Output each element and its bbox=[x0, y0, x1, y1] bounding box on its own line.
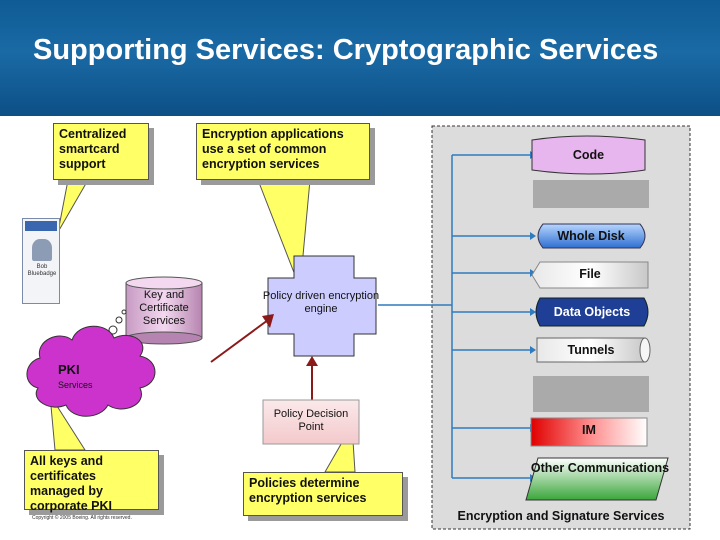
badge-name: Bob Bluebadge bbox=[24, 264, 60, 278]
im-label: IM bbox=[582, 423, 596, 437]
blank-service-1 bbox=[533, 180, 649, 208]
blank-service-2 bbox=[533, 376, 649, 412]
pki-arrow bbox=[210, 319, 269, 363]
pki-label: PKI bbox=[58, 362, 80, 377]
pki-arrowhead bbox=[262, 314, 274, 328]
key-cert-label: Key and Certificate Services bbox=[139, 289, 189, 327]
code-label: Code bbox=[572, 148, 605, 162]
pki-sub-label: Services bbox=[58, 380, 93, 390]
encryption-apps-callout-text: Encryption applications use a set of com… bbox=[202, 127, 344, 171]
data-objects-shape bbox=[535, 297, 649, 327]
key-cert-cylinder bbox=[125, 276, 203, 345]
all-keys-callout-text: All keys and certificates managed by cor… bbox=[30, 454, 112, 513]
policy-decision-box bbox=[262, 399, 360, 445]
badge-name-line2: Bluebadge bbox=[27, 271, 57, 277]
im-shape bbox=[530, 417, 648, 447]
tunnels-label: Tunnels bbox=[567, 343, 615, 357]
data-objects-label: Data Objects bbox=[553, 305, 631, 319]
code-shape bbox=[531, 135, 646, 175]
smartcard-badge: Bob Bluebadge bbox=[22, 218, 60, 304]
pki-cloud bbox=[26, 325, 156, 417]
page-title: Supporting Services: Cryptographic Servi… bbox=[33, 34, 659, 66]
smartcard-callout-text: Centralized smartcard support bbox=[59, 127, 127, 171]
encryption-apps-callout: Encryption applications use a set of com… bbox=[196, 123, 370, 180]
thought-bubble-small bbox=[121, 309, 127, 315]
panel-caption: Encryption and Signature Services bbox=[457, 509, 665, 523]
file-label: File bbox=[579, 267, 601, 281]
smartcard-callout: Centralized smartcard support bbox=[53, 123, 149, 180]
policies-callout: Policies determine encryption services bbox=[243, 472, 403, 516]
tunnels-shape bbox=[536, 337, 651, 363]
other-comms-label: Other Communications bbox=[530, 461, 670, 475]
whole-disk-shape bbox=[537, 223, 646, 249]
policy-decision-label: Policy Decision Point bbox=[273, 408, 349, 433]
policy-engine-cross bbox=[267, 255, 377, 357]
whole-disk-label: Whole Disk bbox=[557, 229, 625, 243]
policy-engine-label: Policy driven encryption engine bbox=[262, 290, 380, 315]
badge-band bbox=[25, 221, 57, 231]
all-keys-callout: All keys and certificates managed by cor… bbox=[24, 450, 159, 513]
policies-callout-text: Policies determine encryption services bbox=[249, 476, 367, 505]
other-comms-shape bbox=[525, 457, 669, 501]
badge-photo bbox=[32, 239, 52, 261]
copyright-notice: Copyright © 2005 Boeing. All rights rese… bbox=[32, 515, 132, 521]
smartcard-callout-tail bbox=[57, 179, 89, 233]
policy-arrowhead-up bbox=[306, 356, 318, 366]
thought-bubble-medium bbox=[115, 316, 123, 324]
file-shape bbox=[531, 261, 649, 289]
thought-bubble-large bbox=[108, 325, 118, 335]
connector-lines bbox=[378, 154, 530, 479]
badge-name-line1: Bob bbox=[36, 264, 48, 270]
slide-header bbox=[0, 0, 720, 116]
